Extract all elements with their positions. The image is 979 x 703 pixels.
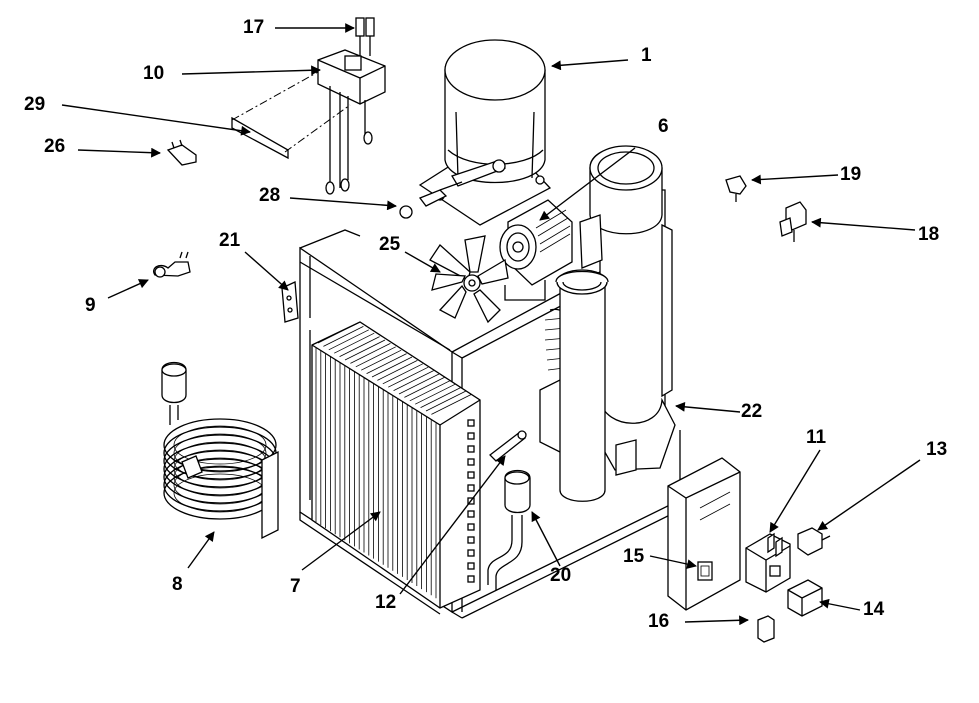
callout-11: 11 xyxy=(806,427,827,448)
callout-14: 14 xyxy=(863,599,885,620)
callout-29: 29 xyxy=(24,94,46,115)
fitting-26 xyxy=(166,139,197,166)
callout-13: 13 xyxy=(926,439,948,460)
callout-19: 19 xyxy=(840,164,862,185)
relay-14 xyxy=(787,579,823,617)
valve-19 xyxy=(725,175,747,202)
callout-1: 1 xyxy=(641,45,652,66)
accumulator xyxy=(487,469,531,590)
callout-17: 17 xyxy=(243,17,265,38)
fan-blade xyxy=(429,235,509,324)
callout-18: 18 xyxy=(918,224,940,245)
callout-6: 6 xyxy=(658,116,669,137)
control-box xyxy=(667,457,741,611)
callout-20: 20 xyxy=(550,565,572,586)
ice-chute xyxy=(555,269,609,502)
callout-22: 22 xyxy=(741,401,763,422)
callout-16: 16 xyxy=(648,611,670,632)
callout-21: 21 xyxy=(219,230,241,251)
callout-7: 7 xyxy=(290,576,301,597)
callout-15: 15 xyxy=(623,546,645,567)
valve-18 xyxy=(779,201,807,242)
leader-lines xyxy=(61,23,921,626)
contactor xyxy=(745,532,791,593)
condenser-side-holes xyxy=(467,419,475,583)
callout-10: 10 xyxy=(143,63,165,84)
sensor-probe xyxy=(489,430,527,462)
bracket-21 xyxy=(281,281,299,323)
terminal-17 xyxy=(355,17,375,56)
relay-13 xyxy=(797,527,831,556)
water-valve-9 xyxy=(153,251,191,278)
switch-16 xyxy=(757,615,775,643)
coil-condenser xyxy=(161,361,279,540)
drier-28 xyxy=(399,181,463,219)
control-board-10 xyxy=(317,49,386,195)
callout-9: 9 xyxy=(85,295,96,316)
callout-12: 12 xyxy=(375,592,397,613)
condenser-coil xyxy=(311,321,481,609)
callout-26: 26 xyxy=(44,136,66,157)
callout-28: 28 xyxy=(259,185,281,206)
callout-25: 25 xyxy=(379,234,401,255)
callout-8: 8 xyxy=(172,574,183,595)
compressor xyxy=(418,39,552,226)
fan-motor xyxy=(499,199,573,301)
